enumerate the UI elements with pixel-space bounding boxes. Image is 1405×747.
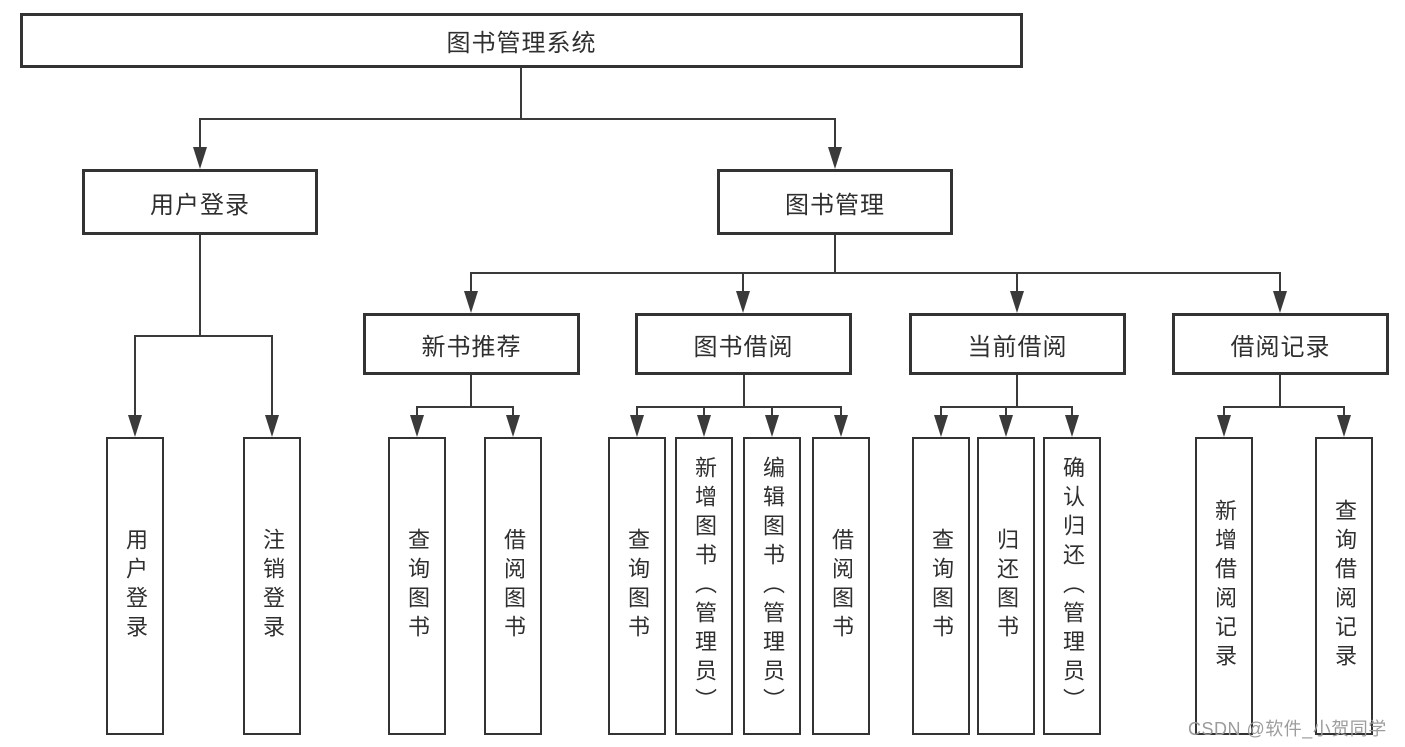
arrow-down-icon (697, 415, 711, 437)
csdn-watermark: CSDN @软件_小贺同学 (1188, 719, 1387, 739)
connector-line (771, 406, 773, 418)
leaf-borrow-borrow-books: 借阅图书 (812, 437, 870, 735)
arrow-down-icon (464, 291, 478, 313)
leaf-records-add-record: 新增借阅记录 (1195, 437, 1253, 735)
connector-line (470, 375, 472, 408)
arrow-down-icon (128, 415, 142, 437)
leaf-borrow-edit-books-admin: 编辑图书（管理员） (743, 437, 801, 735)
connector-line (199, 118, 836, 120)
connector-line (1071, 406, 1073, 418)
connector-line (1005, 406, 1007, 418)
connector-line (199, 118, 201, 149)
connector-line (417, 406, 513, 408)
connector-line (703, 406, 705, 418)
arrow-down-icon (1273, 291, 1287, 313)
connector-line (470, 272, 472, 293)
connector-line (512, 406, 514, 418)
node-root: 图书管理系统 (20, 13, 1023, 68)
arrow-down-icon (834, 415, 848, 437)
connector-line (134, 335, 136, 419)
connector-line (1016, 375, 1018, 408)
arrow-down-icon (265, 415, 279, 437)
arrow-down-icon (736, 291, 750, 313)
connector-line (1016, 272, 1018, 293)
connector-line (1279, 272, 1281, 293)
connector-line (1224, 406, 1344, 408)
leaf-current-confirm-return-admin: 确认归还（管理员） (1043, 437, 1101, 735)
connector-line (840, 406, 842, 418)
arrow-down-icon (1010, 291, 1024, 313)
connector-line (743, 375, 745, 408)
arrow-down-icon (1337, 415, 1351, 437)
arrow-down-icon (193, 147, 207, 169)
connector-line (742, 272, 744, 293)
arrow-down-icon (1217, 415, 1231, 437)
node-current-borrow: 当前借阅 (909, 313, 1126, 375)
connector-line (199, 235, 201, 337)
connector-line (1223, 406, 1225, 418)
connector-line (940, 406, 942, 418)
arrow-down-icon (1065, 415, 1079, 437)
node-book-management: 图书管理 (717, 169, 953, 235)
connector-line (520, 68, 522, 120)
leaf-recommend-borrow-books: 借阅图书 (484, 437, 542, 735)
arrow-down-icon (765, 415, 779, 437)
connector-line (637, 406, 841, 408)
leaf-borrow-query-books: 查询图书 (608, 437, 666, 735)
connector-line (1343, 406, 1345, 418)
arrow-down-icon (828, 147, 842, 169)
node-book-borrow: 图书借阅 (635, 313, 852, 375)
node-borrow-records: 借阅记录 (1172, 313, 1389, 375)
leaf-borrow-add-books-admin: 新增图书（管理员） (675, 437, 733, 735)
connector-line (271, 335, 273, 419)
connector-line (834, 118, 836, 149)
connector-line (135, 335, 273, 337)
connector-line (471, 272, 1281, 274)
node-new-book-recommend: 新书推荐 (363, 313, 580, 375)
node-user-login: 用户登录 (82, 169, 318, 235)
leaf-recommend-query-books: 查询图书 (388, 437, 446, 735)
connector-line (636, 406, 638, 418)
arrow-down-icon (410, 415, 424, 437)
leaf-logout: 注销登录 (243, 437, 301, 735)
arrow-down-icon (934, 415, 948, 437)
leaf-current-query-books: 查询图书 (912, 437, 970, 735)
arrow-down-icon (630, 415, 644, 437)
connector-line (1279, 375, 1281, 408)
arrow-down-icon (999, 415, 1013, 437)
connector-line (834, 235, 836, 274)
arrow-down-icon (506, 415, 520, 437)
leaf-user-login: 用户登录 (106, 437, 164, 735)
connector-line (416, 406, 418, 418)
leaf-records-query-record: 查询借阅记录 (1315, 437, 1373, 735)
leaf-current-return-books: 归还图书 (977, 437, 1035, 735)
